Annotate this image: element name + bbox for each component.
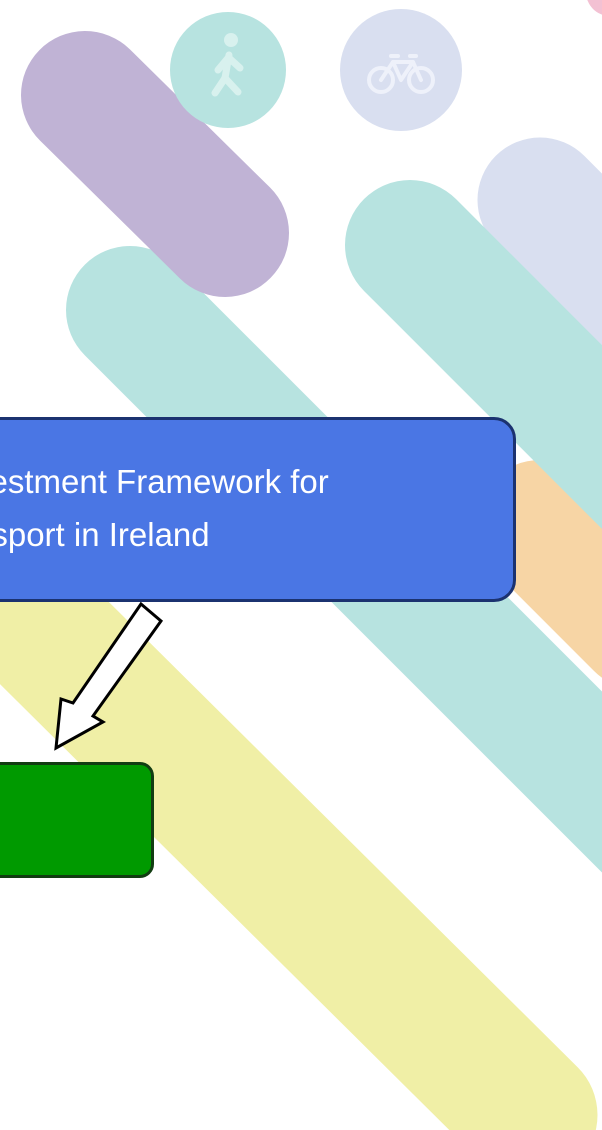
purple-stripe [21, 31, 289, 297]
walking-person-icon [211, 33, 244, 97]
bike-circle [340, 9, 462, 131]
pink-corner-shape [587, 0, 602, 15]
callout-box: vestment Framework for nsport in Ireland [0, 417, 516, 602]
callout-text-line-2: nsport in Ireland [0, 516, 210, 553]
teal-stripe-right [345, 180, 602, 529]
orange-stripe [475, 460, 602, 678]
lavender-stripe [477, 137, 602, 349]
yellow-stripe [0, 493, 598, 1130]
green-box [0, 762, 154, 878]
callout-text-line-1: vestment Framework for [0, 463, 329, 500]
bicycle-icon [367, 54, 435, 94]
